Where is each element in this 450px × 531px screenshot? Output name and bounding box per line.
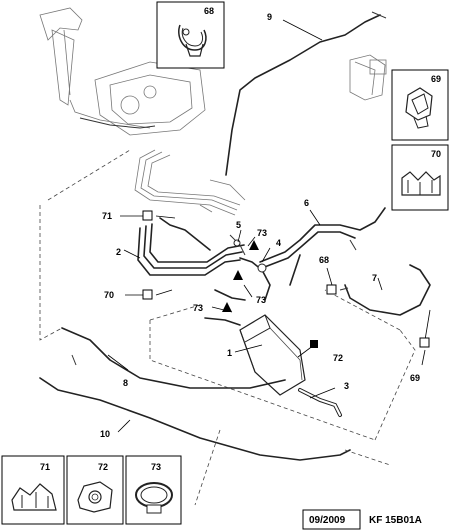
inset-label-72: 72	[98, 462, 108, 472]
callout-7: 7	[372, 273, 377, 283]
ghost-pipe-bundle	[134, 149, 246, 216]
pipe-2	[137, 217, 245, 276]
callout-9: 9	[267, 12, 272, 22]
pipe-6	[259, 207, 386, 286]
pipe-9	[225, 11, 387, 176]
callout-3: 3	[344, 381, 349, 391]
footer-reference: KF 15B01A	[369, 515, 422, 526]
callout-10: 10	[100, 429, 110, 439]
inset-69: 69	[391, 69, 449, 141]
footer: 09/2009 KF 15B01A	[302, 509, 422, 530]
callout-4: 4	[276, 238, 281, 248]
callout-72: 72	[333, 353, 343, 363]
callout-73-b: 73	[256, 295, 266, 305]
inset-72: 72	[66, 455, 124, 525]
callout-68: 68	[319, 255, 329, 265]
marker-68	[326, 284, 337, 295]
callout-71: 71	[102, 211, 112, 221]
inset-68: 68	[156, 1, 225, 69]
marker-71	[142, 210, 153, 221]
footer-date: 09/2009	[309, 515, 346, 526]
inset-73: 73	[125, 455, 182, 525]
callout-73-c: 73	[193, 303, 203, 313]
hose-3	[298, 388, 342, 417]
marker-70	[142, 289, 153, 300]
callout-73-a: 73	[257, 228, 267, 238]
marker-73-b	[233, 270, 243, 280]
canister	[239, 314, 306, 396]
callout-1: 1	[227, 348, 232, 358]
marker-73-a	[249, 240, 259, 250]
callout-2: 2	[116, 247, 121, 257]
callouts: 1 2 3 4 5 6 7 8 9 10 68 69 70 71 72 73 7…	[100, 12, 420, 439]
callout-5: 5	[236, 220, 241, 230]
pipe-8	[61, 327, 286, 389]
pipe-7	[339, 264, 431, 316]
inset-label-71: 71	[40, 462, 50, 472]
callout-6: 6	[304, 198, 309, 208]
reference-markers	[142, 210, 430, 348]
pipe-10	[39, 354, 351, 461]
inset-70: 70	[391, 144, 449, 211]
inset-71: 71	[1, 455, 65, 525]
callout-70: 70	[104, 290, 114, 300]
leader-lines	[107, 19, 431, 433]
marker-73-c	[222, 302, 232, 312]
inset-label-70: 70	[431, 149, 441, 159]
marker-72	[310, 340, 318, 348]
mid-connectors	[204, 234, 271, 326]
inset-label-69: 69	[431, 74, 441, 84]
inset-label-68: 68	[204, 6, 214, 16]
inset-label-73: 73	[151, 462, 161, 472]
marker-69	[419, 337, 430, 348]
callout-69: 69	[410, 373, 420, 383]
dashed-frame	[39, 149, 416, 506]
callout-8: 8	[123, 378, 128, 388]
filter-unit-top-right	[349, 54, 387, 101]
